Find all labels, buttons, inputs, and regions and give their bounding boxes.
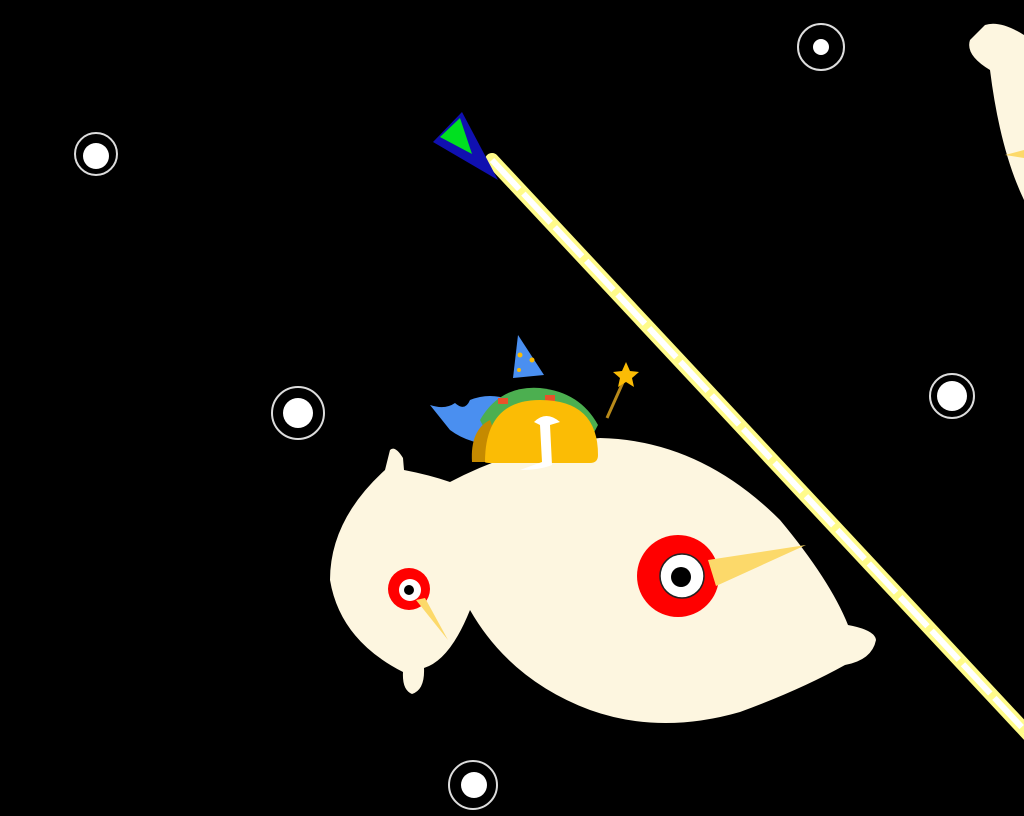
- bubble: [929, 373, 975, 419]
- taco-wizard[interactable]: [430, 335, 639, 470]
- bird-partial: [969, 23, 1024, 200]
- bubble: [797, 23, 845, 71]
- bird-eye: [637, 535, 806, 617]
- bird[interactable]: [330, 438, 876, 724]
- magic-wand-icon: [605, 362, 639, 419]
- bubble: [74, 132, 118, 176]
- bubble: [271, 386, 325, 440]
- bubble: [448, 760, 498, 810]
- wizard-hat-icon: [513, 335, 544, 378]
- harpoon: [433, 112, 1024, 740]
- arrowhead-icon: [433, 112, 498, 180]
- bird-small-eye: [388, 568, 448, 640]
